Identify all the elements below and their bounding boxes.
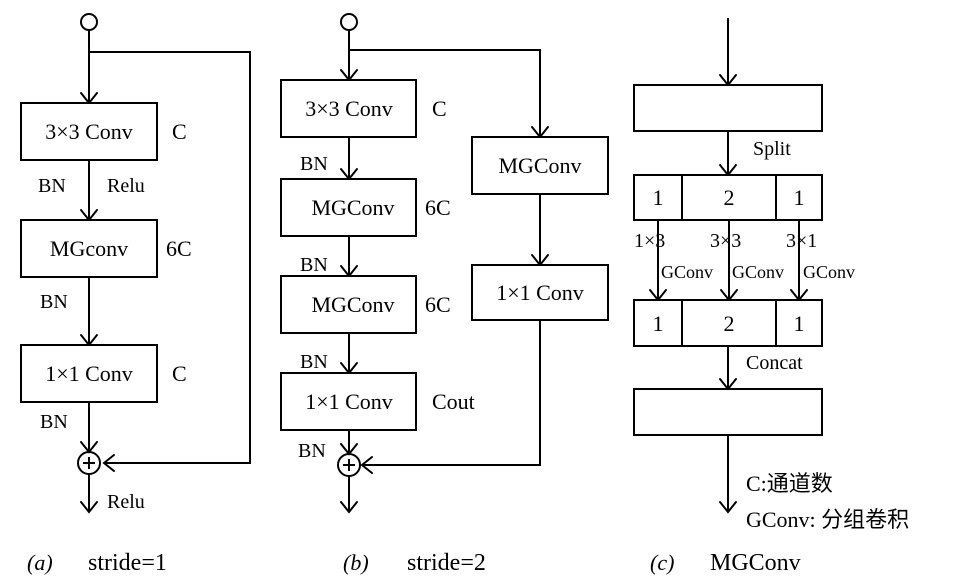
- c-group-top-3: 1: [794, 185, 805, 210]
- b-mgconv2-label: MGConv: [311, 292, 394, 317]
- b-bn-1: BN: [300, 153, 328, 175]
- c-kernel-3: 3×1: [786, 230, 817, 252]
- c-legend-gconv: GConv: 分组卷积: [746, 507, 909, 532]
- b-conv1x1-label: 1×1 Conv: [305, 389, 393, 414]
- b-mgconv1-box: [280, 178, 417, 237]
- c-kernel-2: 3×3: [710, 230, 741, 252]
- c-caption-text: MGConv: [710, 550, 801, 576]
- c-split-label: Split: [753, 138, 791, 160]
- b-side-merge-arrowhead: [360, 456, 373, 474]
- b-conv1x1-box: [280, 372, 417, 431]
- a-conv1x1-box: [20, 344, 158, 403]
- c-group-top-2: 2: [724, 185, 735, 210]
- a-conv3x3-label: 3×3 Conv: [45, 119, 133, 144]
- c-group-bottom-3: 1: [794, 311, 805, 336]
- b-side-conv1x1-label: 1×1 Conv: [496, 280, 584, 305]
- c-output-block: [633, 388, 823, 436]
- c-group-bottom-1: 1: [653, 311, 664, 336]
- b-side-branch-in: [349, 49, 541, 137]
- b-caption-text: stride=2: [407, 550, 486, 576]
- c-group-row-top: [633, 174, 823, 221]
- a-caption-text: stride=1: [88, 550, 167, 576]
- c-group-top-1: 1: [653, 185, 664, 210]
- b-bn-2: BN: [300, 254, 328, 276]
- b-input-node: [340, 13, 358, 31]
- c-gconv-3: GConv: [803, 262, 855, 282]
- a-relu-1: Relu: [107, 175, 145, 197]
- b-conv1x1-channels: Cout: [432, 389, 475, 414]
- b-arrowhead-out: [340, 501, 358, 514]
- a-mgconv-channels: 6C: [166, 236, 192, 261]
- c-kernel-1: 1×3: [634, 230, 665, 252]
- b-caption-letter: (b): [343, 550, 369, 575]
- c-group-bottom-2: 2: [724, 311, 735, 336]
- c-caption-letter: (c): [650, 550, 674, 575]
- b-conv3x3-label: 3×3 Conv: [305, 96, 393, 121]
- a-relu-out: Relu: [107, 491, 145, 513]
- a-mgconv-label: MGconv: [50, 236, 128, 261]
- b-mgconv1-label: MGConv: [311, 195, 394, 220]
- b-mgconv1-channels: 6C: [425, 195, 451, 220]
- c-gconv-1: GConv: [661, 262, 713, 282]
- a-bn-2: BN: [40, 291, 68, 313]
- b-bn-3: BN: [300, 351, 328, 373]
- b-side-mgconv-box: [471, 136, 609, 195]
- a-bn-3: BN: [40, 411, 68, 433]
- c-concat-label: Concat: [746, 352, 803, 374]
- b-conv3x3-channels: C: [432, 96, 447, 121]
- a-input-node: [80, 13, 98, 31]
- b-bn-4: BN: [298, 440, 326, 462]
- a-arrowhead-out: [80, 501, 98, 514]
- panel-a: 3×3 Conv C BN Relu MGconv 6C BN 1×1 Conv…: [20, 13, 251, 576]
- a-skip-arrowhead: [102, 454, 115, 472]
- a-bn-1: BN: [38, 175, 66, 197]
- b-mgconv2-box: [280, 275, 417, 334]
- a-conv1x1-channels: C: [172, 361, 187, 386]
- a-mgconv-box: [20, 219, 158, 278]
- a-conv3x3-box: [20, 102, 158, 161]
- b-side-merge-line: [362, 320, 541, 466]
- c-gconv-2: GConv: [732, 262, 784, 282]
- a-skip-connection: [89, 51, 251, 464]
- a-conv3x3-channels: C: [172, 119, 187, 144]
- a-conv1x1-label: 1×1 Conv: [45, 361, 133, 386]
- panel-c: Split 1 2 1 1×3 3×3 3×1 GConv GConv GCon…: [633, 18, 909, 576]
- c-arrowhead-out: [719, 501, 737, 514]
- c-input-block: [633, 84, 823, 132]
- b-side-mgconv-label: MGConv: [498, 153, 581, 178]
- a-caption-letter: (a): [27, 550, 53, 575]
- c-legend-c: C:通道数: [746, 471, 833, 496]
- b-mgconv2-channels: 6C: [425, 292, 451, 317]
- b-side-conv1x1-box: [471, 264, 609, 321]
- panel-b: 3×3 Conv C BN MGConv 6C BN MGConv 6C BN …: [280, 13, 609, 576]
